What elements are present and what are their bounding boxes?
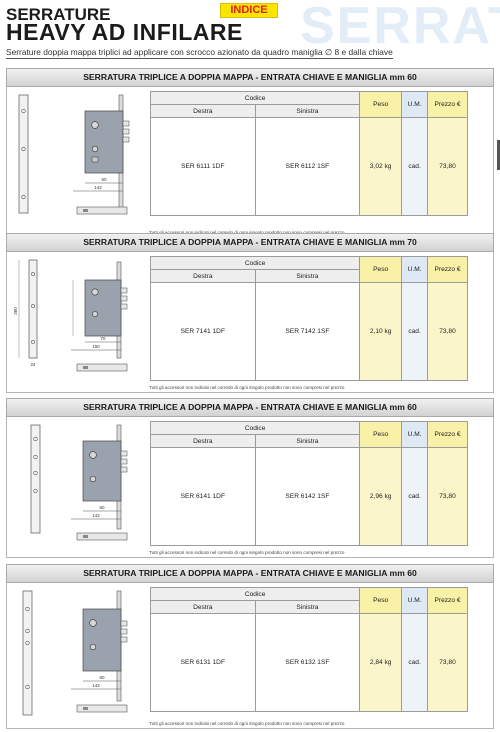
section-title: SERRATURA TRIPLICE A DOPPIA MAPPA - ENTR… <box>6 564 494 583</box>
svg-text:150: 150 <box>92 344 100 349</box>
section-body: 60 142 Codice Peso U.M. Prezzo € Destra … <box>6 87 494 238</box>
destra-header: Destra <box>150 104 256 118</box>
code-destra: SER 6131 1DF <box>150 613 256 712</box>
lock-drawing: 60 142 <box>11 587 145 721</box>
prezzo-header: Prezzo € <box>427 91 468 118</box>
prezzo-value: 73,80 <box>427 117 468 216</box>
indice-button[interactable]: INDICE <box>220 3 278 18</box>
um-header: U.M. <box>401 256 429 283</box>
svg-text:360: 360 <box>13 307 18 315</box>
codice-header: Codice <box>149 587 361 601</box>
um-header: U.M. <box>401 91 429 118</box>
page-header: SERRATURE HEAVY AD INFILARE INDICE Serra… <box>6 3 494 67</box>
section-body: 60 142 Codice Peso U.M. Prezzo € Destra … <box>6 417 494 558</box>
code-sinistra: SER 6142 1SF <box>254 447 361 546</box>
page-title: HEAVY AD INFILARE <box>6 19 243 45</box>
prezzo-header: Prezzo € <box>427 587 468 614</box>
svg-text:142: 142 <box>92 683 100 688</box>
svg-text:142: 142 <box>92 513 100 518</box>
code-sinistra: SER 6132 1SF <box>254 613 361 712</box>
peso-header: Peso <box>359 256 403 283</box>
product-section: SERRATURA TRIPLICE A DOPPIA MAPPA - ENTR… <box>6 564 494 729</box>
peso-header: Peso <box>359 587 403 614</box>
um-value: cad. <box>401 282 429 381</box>
section-title: SERRATURA TRIPLICE A DOPPIA MAPPA - ENTR… <box>6 68 494 87</box>
um-header: U.M. <box>401 587 429 614</box>
section-title: SERRATURA TRIPLICE A DOPPIA MAPPA - ENTR… <box>6 233 494 252</box>
page-subtitle: Serrature doppia mappa triplici ad appli… <box>6 47 393 59</box>
peso-header: Peso <box>359 91 403 118</box>
sinistra-header: Sinistra <box>254 269 361 283</box>
lock-drawing: 360 24 70 150 <box>11 256 145 386</box>
section-title: SERRATURA TRIPLICE A DOPPIA MAPPA - ENTR… <box>6 398 494 417</box>
prezzo-value: 73,80 <box>427 282 468 381</box>
svg-text:60: 60 <box>99 675 105 680</box>
codice-header: Codice <box>149 256 361 270</box>
price-table: Codice Peso U.M. Prezzo € Destra Sinistr… <box>149 587 468 712</box>
prezzo-header: Prezzo € <box>427 256 468 283</box>
prezzo-header: Prezzo € <box>427 421 468 448</box>
code-destra: SER 6141 1DF <box>150 447 256 546</box>
page-edge-tab <box>497 140 500 170</box>
destra-header: Destra <box>150 434 256 448</box>
section-body: 360 24 70 150 Codice Peso <box>6 252 494 393</box>
code-destra: SER 6111 1DF <box>150 117 256 216</box>
sinistra-header: Sinistra <box>254 434 361 448</box>
peso-value: 2,96 kg <box>359 447 403 546</box>
peso-value: 2,84 kg <box>359 613 403 712</box>
prezzo-value: 73,80 <box>427 447 468 546</box>
footnote: Tutti gli accessori non indicati nel cor… <box>149 550 345 555</box>
destra-header: Destra <box>150 600 256 614</box>
footnote: Tutti gli accessori non indicati nel cor… <box>149 385 345 390</box>
prezzo-value: 73,80 <box>427 613 468 712</box>
product-section: SERRATURA TRIPLICE A DOPPIA MAPPA - ENTR… <box>6 68 494 238</box>
product-section: SERRATURA TRIPLICE A DOPPIA MAPPA - ENTR… <box>6 233 494 393</box>
svg-text:60: 60 <box>101 177 107 182</box>
footnote: Tutti gli accessori non indicati nel cor… <box>149 230 344 235</box>
code-destra: SER 7141 1DF <box>150 282 256 381</box>
svg-text:142: 142 <box>94 185 102 190</box>
peso-value: 2,10 kg <box>359 282 403 381</box>
peso-header: Peso <box>359 421 403 448</box>
svg-text:60: 60 <box>99 505 105 510</box>
section-body: 60 142 Codice Peso U.M. Prezzo € Destra … <box>6 583 494 729</box>
sinistra-header: Sinistra <box>254 600 361 614</box>
um-value: cad. <box>401 117 429 216</box>
price-table: Codice Peso U.M. Prezzo € Destra Sinistr… <box>149 256 468 381</box>
codice-header: Codice <box>149 91 361 105</box>
um-value: cad. <box>401 613 429 712</box>
watermark-text: SERRAT <box>300 0 500 55</box>
price-table: Codice Peso U.M. Prezzo € Destra Sinistr… <box>149 421 468 546</box>
destra-header: Destra <box>150 269 256 283</box>
svg-text:70: 70 <box>100 336 106 341</box>
footnote: Tutti gli accessori non indicati nel cor… <box>149 721 345 726</box>
code-sinistra: SER 6112 1SF <box>254 117 361 216</box>
svg-text:24: 24 <box>30 362 36 367</box>
um-header: U.M. <box>401 421 429 448</box>
um-value: cad. <box>401 447 429 546</box>
code-sinistra: SER 7142 1SF <box>254 282 361 381</box>
product-section: SERRATURA TRIPLICE A DOPPIA MAPPA - ENTR… <box>6 398 494 558</box>
lock-drawing: 60 142 <box>11 91 145 231</box>
price-table: Codice Peso U.M. Prezzo € Destra Sinistr… <box>149 91 468 216</box>
sinistra-header: Sinistra <box>254 104 361 118</box>
peso-value: 3,02 kg <box>359 117 403 216</box>
category-title: SERRATURE <box>6 5 111 24</box>
lock-drawing: 60 142 <box>11 421 145 551</box>
codice-header: Codice <box>149 421 361 435</box>
